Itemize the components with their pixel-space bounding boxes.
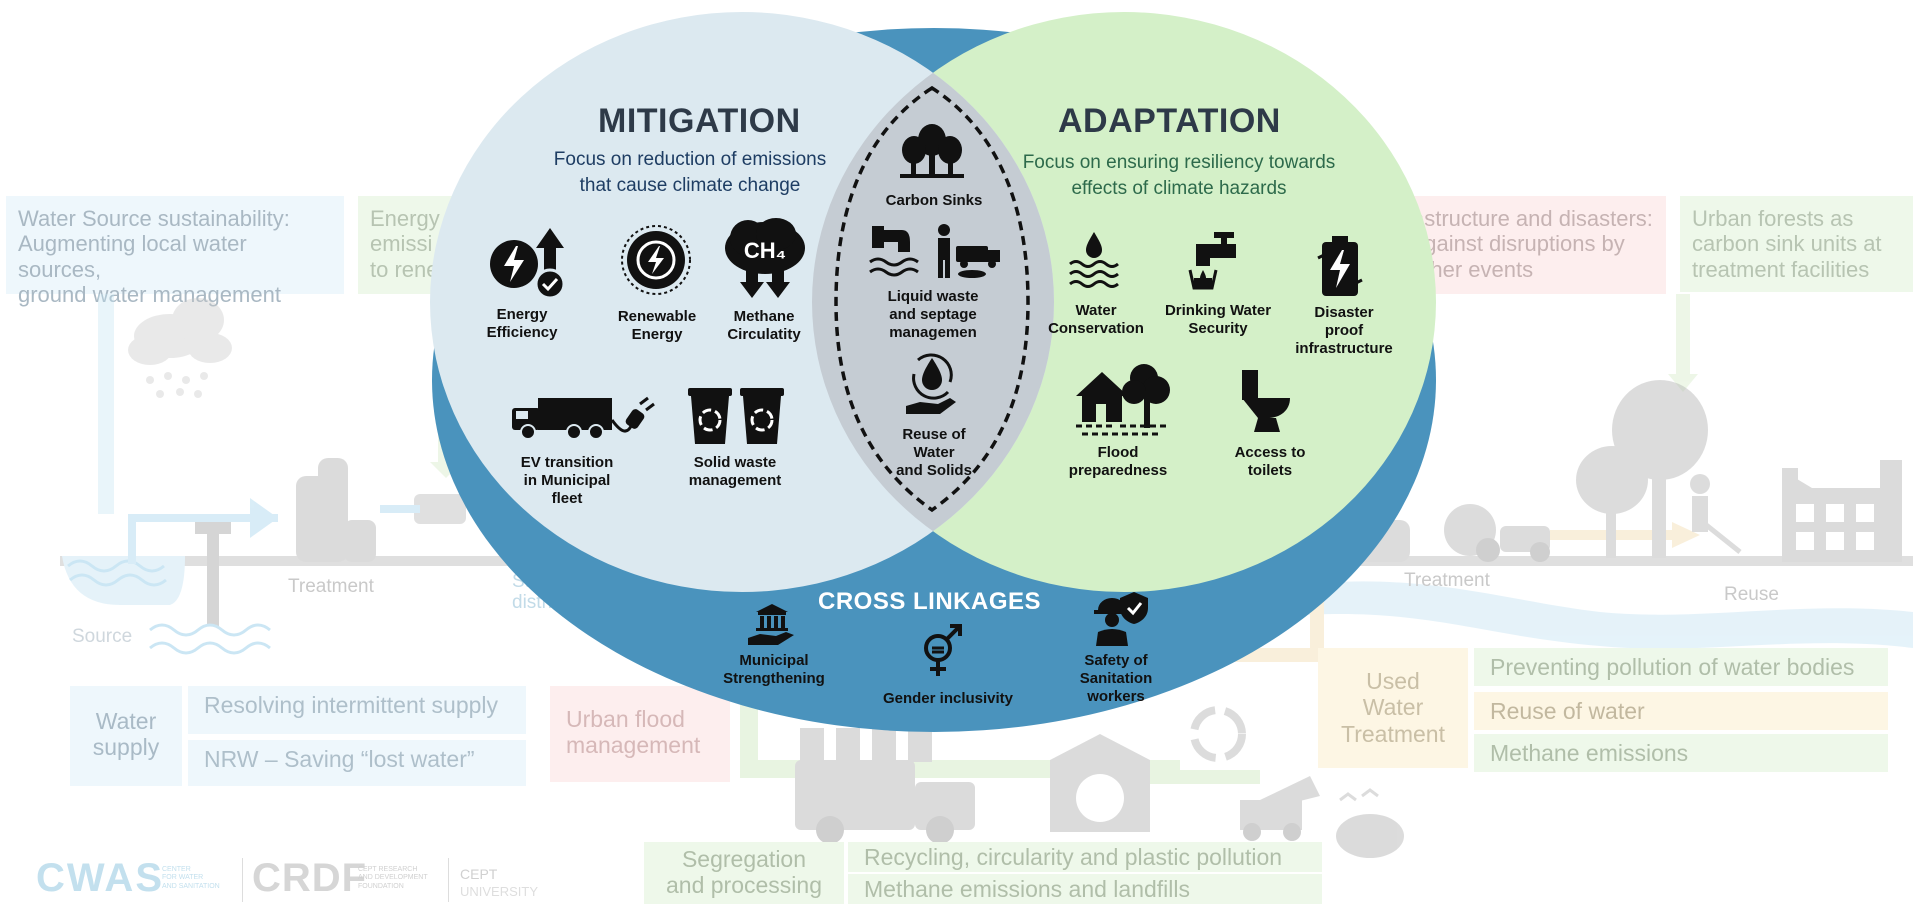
used-water-row-1: Preventing pollution of water bodies: [1474, 648, 1888, 686]
solid-waste-label: Solid waste management: [688, 454, 782, 489]
flooded-house-icon: [1076, 364, 1170, 436]
cross-linkages-title: CROSS LINKAGES: [818, 588, 1042, 615]
overlap-dashed-outline: [834, 85, 1030, 513]
adaptation-title: ADAPTATION: [1058, 102, 1281, 140]
access-to-toilets-label: Access to toilets: [1234, 444, 1306, 479]
toilet-icon: [1242, 370, 1290, 432]
reuse-label: Reuse of Water and Solids: [896, 426, 972, 479]
mitigation-subtitle-line-2: that cause climate change: [579, 174, 801, 196]
carbon-sinks-label: Carbon Sinks: [885, 192, 983, 209]
cept-logo-subtext: UNIVERSITY: [460, 884, 539, 899]
renewable-energy-icon: [621, 225, 691, 295]
adaptation-subtitle: Focus on ensuring resiliency towards eff…: [994, 150, 1364, 201]
battery-infrastructure-icon: [1317, 236, 1363, 296]
gender-icon: [924, 624, 962, 676]
reuse-label: Reuse: [1724, 584, 1779, 605]
gender-inclusivity-label: Gender inclusivity: [882, 690, 1014, 707]
water-conservation-label: Water Conservation: [1048, 302, 1144, 337]
segregation-box: Segregation and processing: [644, 842, 844, 904]
logo-divider-1: [242, 858, 243, 902]
adaptation-subtitle-line-1: Focus on ensuring resiliency towards: [1022, 152, 1336, 173]
trees-icon: [900, 124, 964, 178]
disaster-proof-label: Disaster proof infrastructure: [1295, 304, 1393, 357]
crdf-logo: CRDF: [252, 856, 368, 900]
sewage-worker-icon: [869, 224, 1000, 278]
treatment-left-label: Treatment: [288, 576, 374, 597]
nrw-row: NRW – Saving “lost water”: [188, 740, 526, 786]
municipal-strengthening-label: Municipal Strengthening: [723, 652, 825, 687]
cwas-logo-subtext: CENTER FOR WATER AND SANITATION: [162, 866, 220, 890]
flood-preparedness-label: Flood preparedness: [1068, 444, 1168, 479]
cept-logo: CEPT: [460, 866, 498, 882]
municipal-hand-icon: [748, 604, 794, 645]
mitigation-subtitle-line-1: Focus on reduction of emissions: [553, 149, 827, 170]
crdf-logo-subtext: CEPT RESEARCH AND DEVELOPMENT FOUNDATION: [358, 866, 428, 890]
recycle-bins-icon: [688, 388, 784, 444]
urban-forest-box: Urban forests as carbon sink units at tr…: [1680, 196, 1913, 292]
source-label: Source: [72, 626, 133, 647]
overlap-region: [812, 12, 1054, 592]
worker-safety-icon: [1094, 592, 1148, 646]
used-water-row-3: Methane emissions: [1474, 734, 1888, 772]
ev-truck-icon: [512, 396, 655, 440]
water-source-box: Water Source sustainability: Augmenting …: [6, 196, 344, 307]
used-water-box: Used Water Treatment: [1318, 648, 1468, 768]
treatment-right-label: Treatment: [1404, 570, 1490, 591]
used-water-row-2: Reuse of water: [1474, 692, 1888, 730]
water-drop-icon: [1069, 232, 1119, 288]
methane-circularity-label: Methane Circulatity: [727, 308, 801, 343]
methane-symbol: CH₄: [744, 238, 786, 263]
logo-divider-2: [448, 858, 449, 902]
renewable-energy-label: Renewable Energy: [617, 308, 697, 343]
methane-cloud-icon: CH₄: [725, 218, 805, 298]
energy-efficiency-label: Energy Efficiency: [486, 306, 558, 341]
mitigation-subtitle: Focus on reduction of emissions that cau…: [520, 147, 860, 198]
safety-sanitation-label: Safety of Sanitation workers: [1079, 652, 1153, 705]
intermittent-supply-row: Resolving intermittent supply: [188, 686, 526, 734]
liquid-waste-label: Liquid waste and septage managemen: [887, 288, 979, 341]
tap-icon: [1188, 232, 1236, 290]
energy-efficiency-icon: [490, 228, 566, 300]
reuse-hand-icon: [906, 353, 956, 414]
urban-flood-box: Urban flood management: [550, 686, 730, 782]
ev-transition-label: EV transition in Municipal fleet: [520, 454, 614, 507]
adaptation-subtitle-line-2: effects of climate hazards: [1071, 177, 1287, 199]
cwas-logo: CWAS: [36, 856, 164, 900]
swm-row-2: Methane emissions and landfills: [848, 874, 1322, 904]
swm-row-1: Recycling, circularity and plastic pollu…: [848, 842, 1322, 872]
infrastructure-box: astructure and disasters: against disrup…: [1400, 196, 1666, 294]
mitigation-title: MITIGATION: [598, 102, 801, 140]
water-supply-box: Water supply: [70, 686, 182, 786]
drinking-water-label: Drinking Water Security: [1164, 302, 1272, 337]
